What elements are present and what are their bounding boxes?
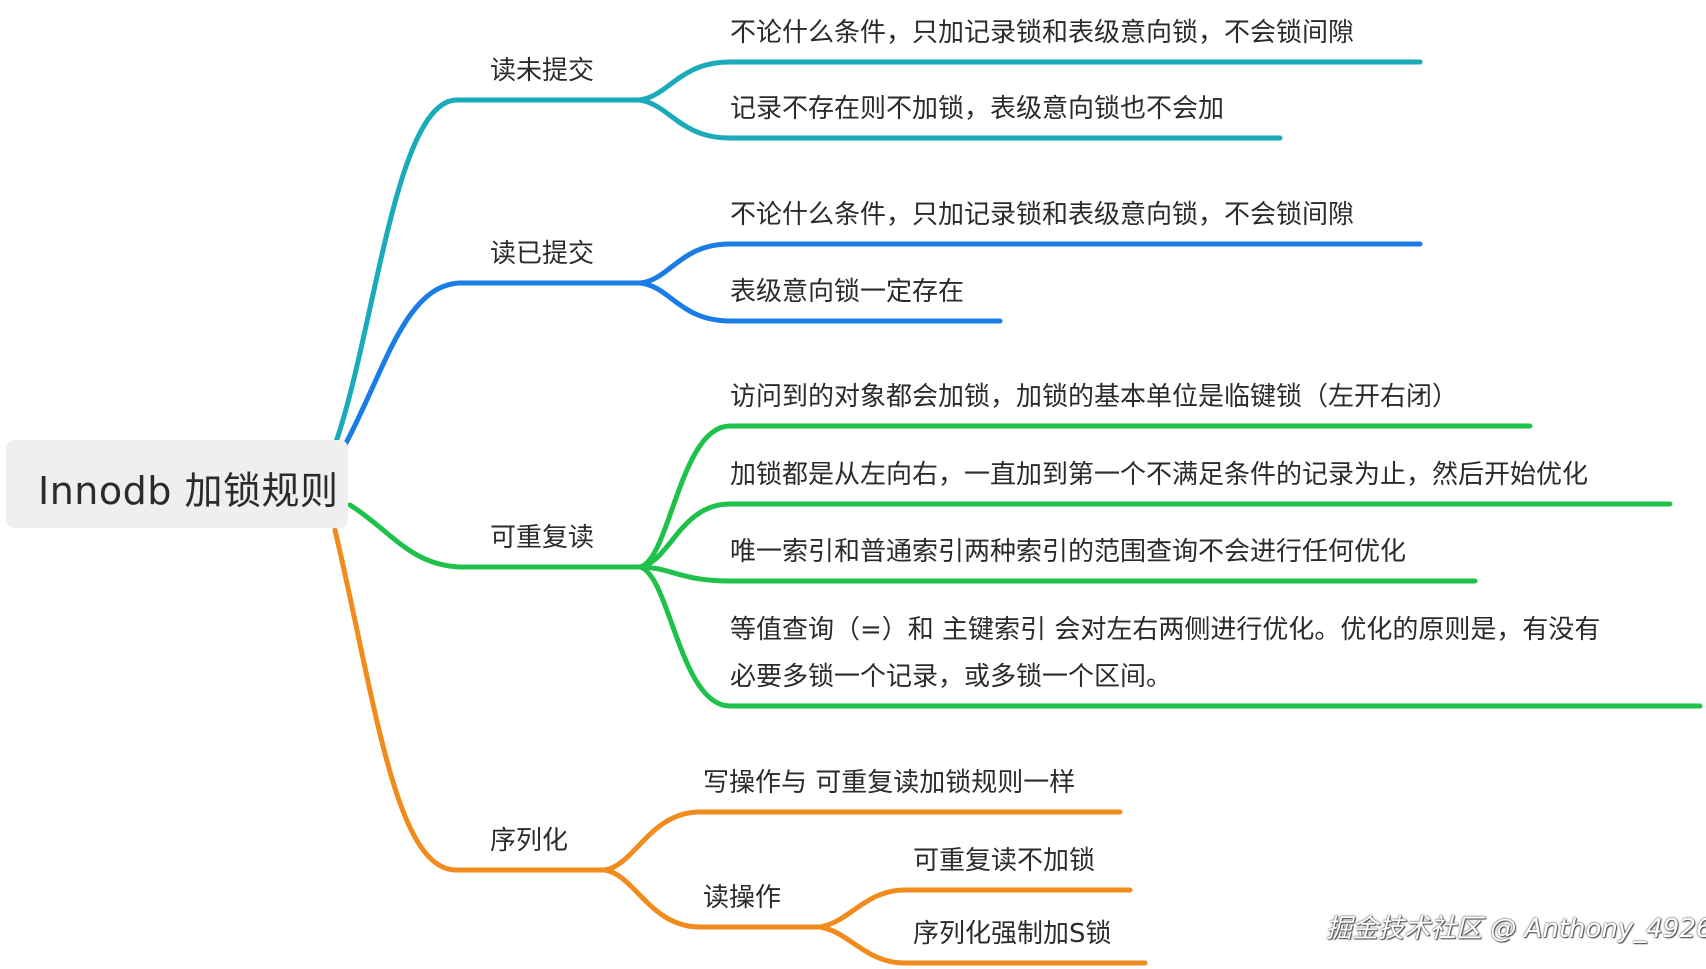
connector-repeatable-read-leaf-1 bbox=[637, 423, 1533, 570]
connector-serializable-to-read-op bbox=[602, 867, 823, 930]
connector-repeatable-read-leaf-2 bbox=[637, 501, 1673, 570]
connector-read-op-leaf-2 bbox=[817, 924, 1148, 966]
read-uncommitted-leaf-2[interactable]: 记录不存在则不加锁，表级意向锁也不会加 bbox=[730, 94, 1225, 124]
connector-read-committed-leaf-1 bbox=[637, 241, 1423, 286]
branch-serializable-label[interactable]: 序列化 bbox=[490, 826, 569, 856]
root-node[interactable] bbox=[6, 440, 348, 528]
read-op-leaf-2[interactable]: 序列化强制加S锁 bbox=[913, 919, 1112, 949]
branch-read-committed-label[interactable]: 读已提交 bbox=[490, 239, 595, 269]
repeatable-read-leaf-4-line-2[interactable]: 必要多锁一个记录，或多锁一个区间。 bbox=[730, 662, 1173, 692]
connector-root-to-repeatable-read bbox=[347, 502, 643, 570]
connector-read-committed-leaf-2 bbox=[637, 280, 1003, 324]
serializable-read-op-label[interactable]: 读操作 bbox=[703, 883, 782, 913]
read-committed-leaf-1[interactable]: 不论什么条件，只加记录锁和表级意向锁，不会锁间隙 bbox=[730, 200, 1355, 230]
read-op-leaf-1[interactable]: 可重复读不加锁 bbox=[913, 846, 1096, 876]
connector-repeatable-read-leaf-4 bbox=[637, 564, 1703, 709]
connector-serializable-leaf-1 bbox=[602, 809, 1123, 873]
branch-read-uncommitted-label[interactable]: 读未提交 bbox=[490, 56, 595, 86]
connector-repeatable-read-leaf-3 bbox=[637, 564, 1478, 584]
branch-repeatable-read-label[interactable]: 可重复读 bbox=[490, 523, 595, 553]
read-committed-leaf-2[interactable]: 表级意向锁一定存在 bbox=[730, 277, 965, 307]
connector-read-uncommitted-leaf-2 bbox=[637, 97, 1283, 141]
connector-root-to-read-committed bbox=[342, 280, 643, 448]
connector-read-uncommitted-leaf-1 bbox=[637, 59, 1423, 103]
connector-root-to-read-uncommitted bbox=[332, 97, 643, 448]
repeatable-read-leaf-3[interactable]: 唯一索引和普通索引两种索引的范围查询不会进行任何优化 bbox=[730, 537, 1407, 567]
watermark: 掘金技术社区 @ Anthony_4926 bbox=[1326, 914, 1706, 944]
connector-read-op-leaf-1 bbox=[817, 887, 1133, 930]
repeatable-read-leaf-2[interactable]: 加锁都是从左向右，一直加到第一个不满足条件的记录为止，然后开始优化 bbox=[730, 460, 1589, 490]
read-uncommitted-leaf-1[interactable]: 不论什么条件，只加记录锁和表级意向锁，不会锁间隙 bbox=[730, 18, 1355, 48]
repeatable-read-leaf-4-line-1[interactable]: 等值查询（=）和 主键索引 会对左右两侧进行优化。优化的原则是，有没有 bbox=[730, 615, 1601, 645]
connector-root-to-serializable bbox=[332, 527, 608, 873]
serializable-leaf-1[interactable]: 写操作与 可重复读加锁规则一样 bbox=[703, 768, 1076, 798]
root-node-label: Innodb 加锁规则 bbox=[38, 469, 339, 513]
repeatable-read-leaf-1[interactable]: 访问到的对象都会加锁，加锁的基本单位是临键锁（左开右闭） bbox=[730, 382, 1459, 412]
